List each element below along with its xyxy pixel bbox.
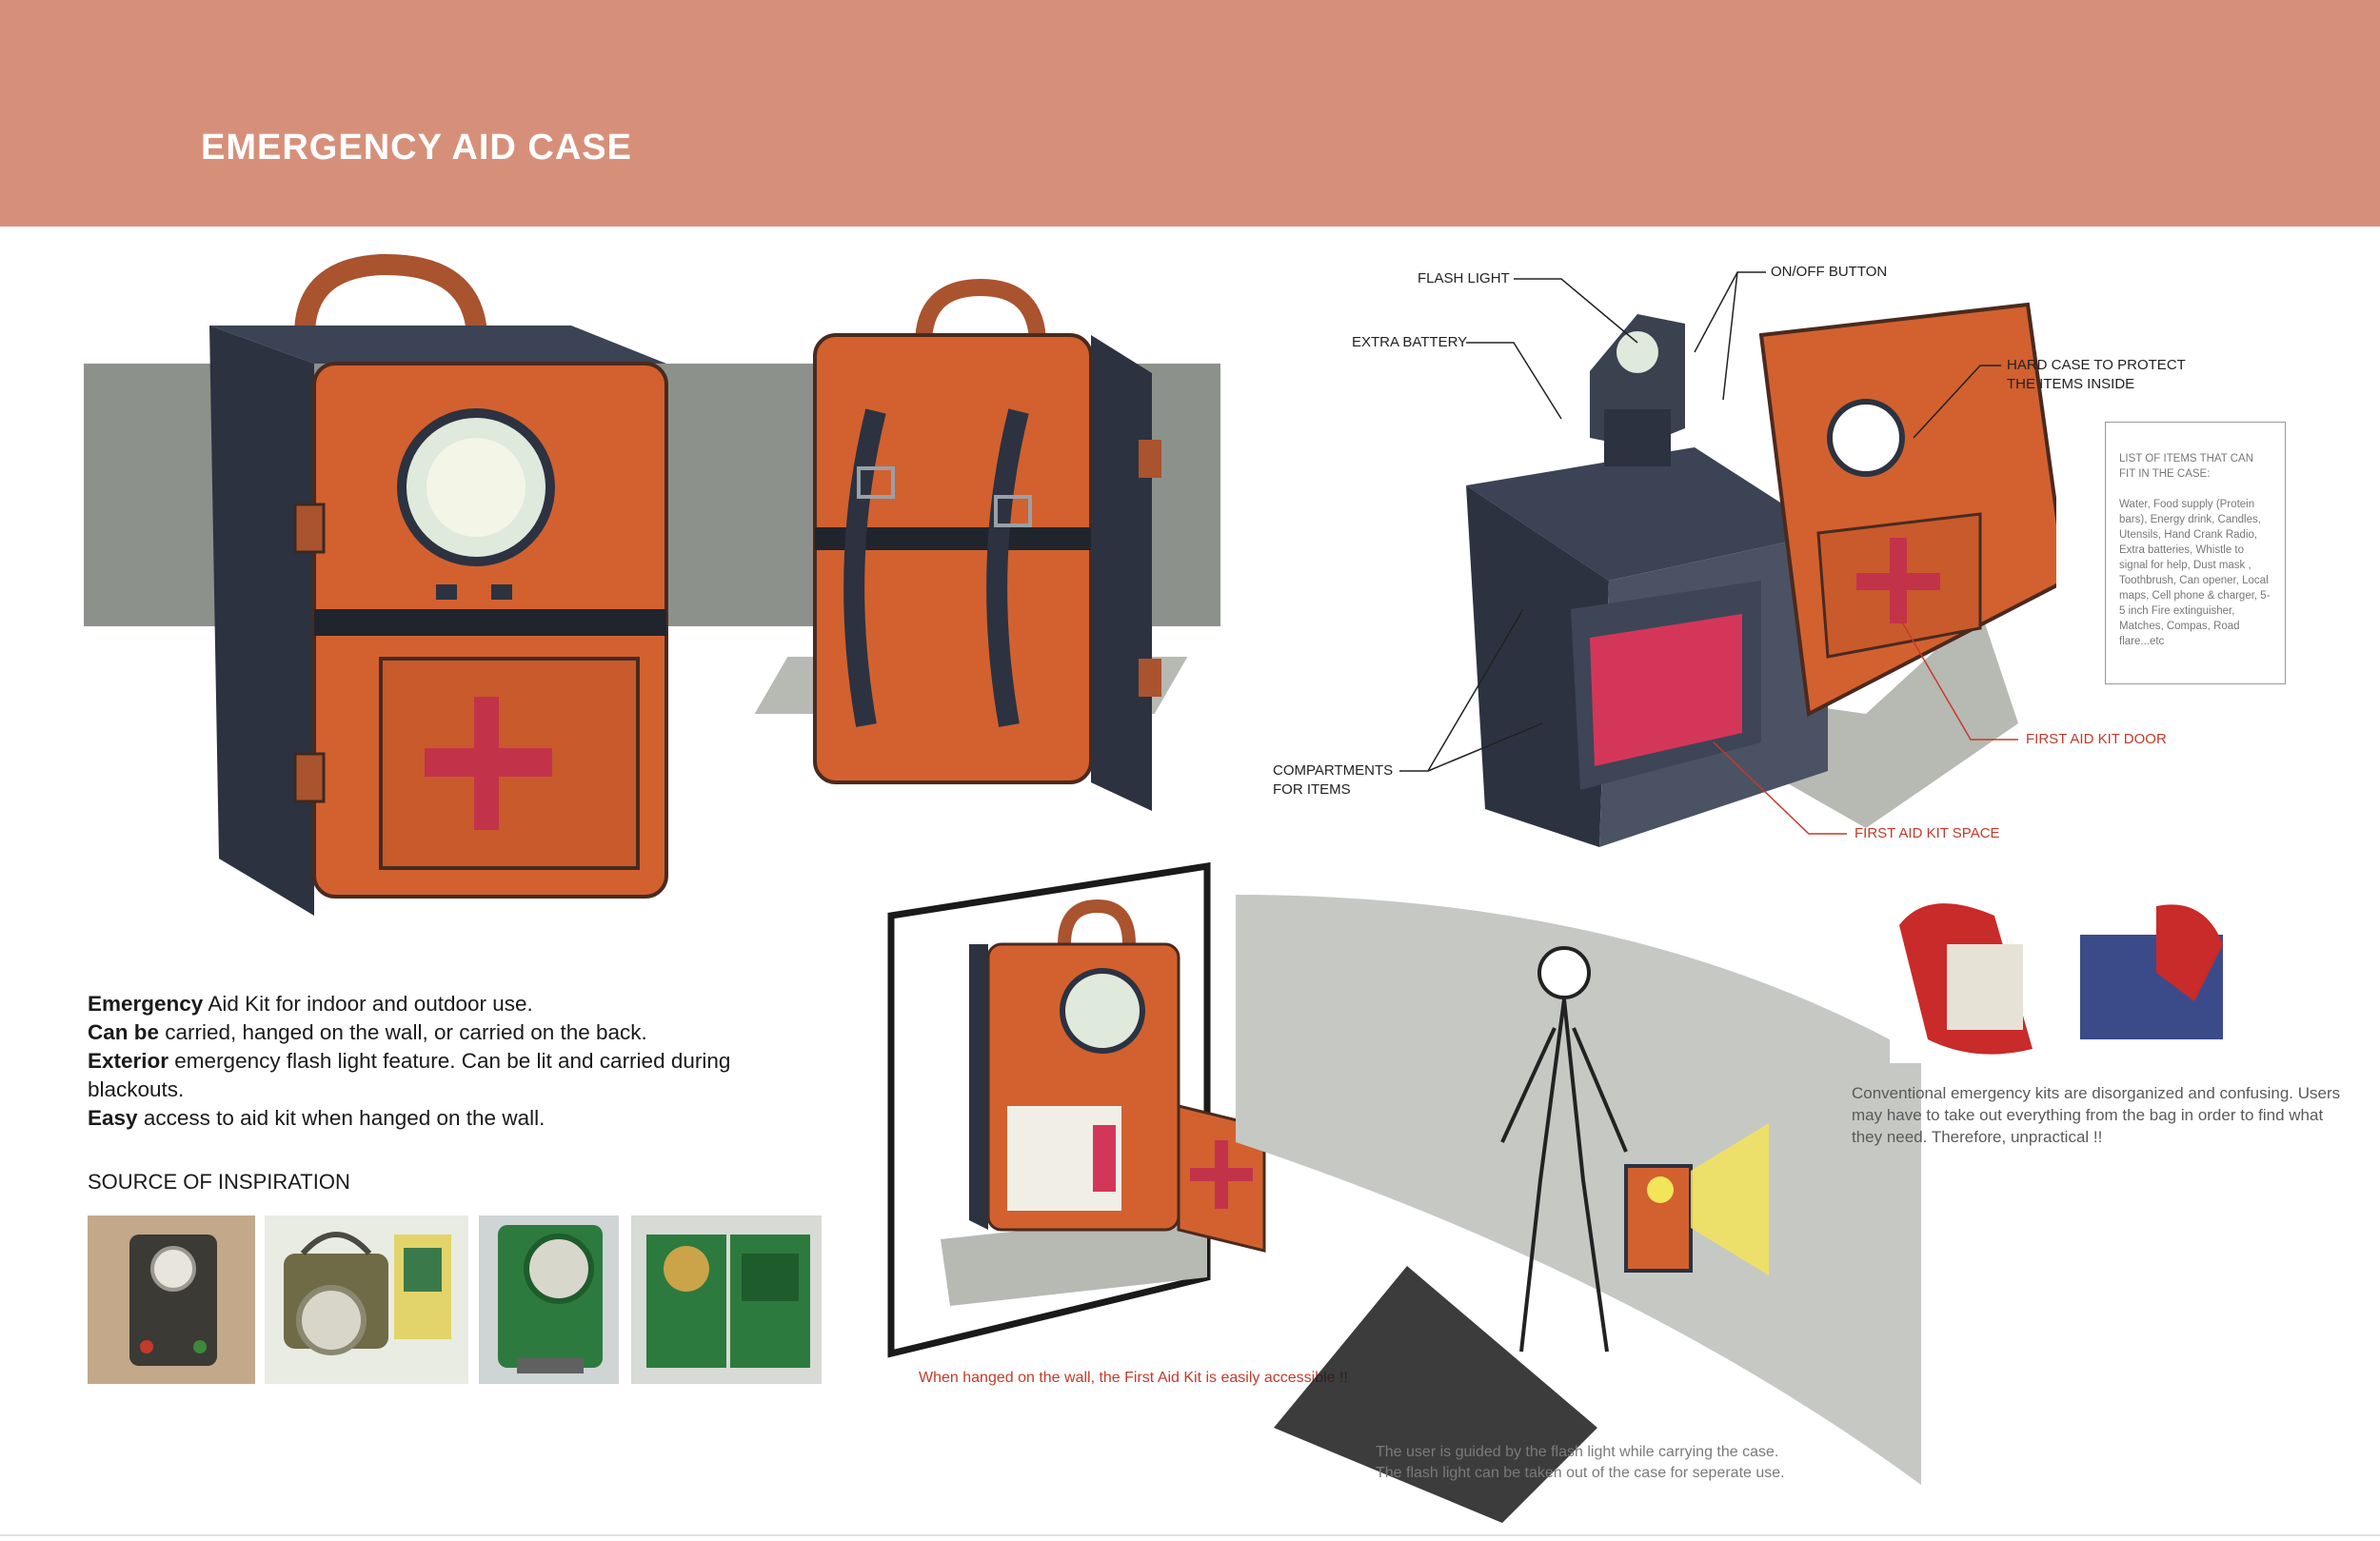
case-back-sketch — [813, 278, 1161, 811]
leader-lines — [1399, 271, 2018, 835]
header-band — [0, 0, 2380, 227]
description-line: Exterior emergency flash light feature. … — [88, 1049, 731, 1101]
wall-caption: When hanged on the wall, the First Aid K… — [919, 1370, 1348, 1386]
kits-caption: Conventional emergency kits are disorgan… — [1852, 1084, 2341, 1146]
description-line: Easy access to aid kit when hanged on th… — [88, 1106, 545, 1130]
inspiration-photo-2 — [265, 1215, 468, 1384]
label-hard-case: HARD CASE TO PROTECT THE ITEMS INSIDE — [2007, 357, 2186, 392]
inspiration-photo-3 — [479, 1215, 619, 1384]
case-front-sketch — [209, 253, 668, 916]
label-extra-battery: EXTRA BATTERY — [1352, 334, 1468, 350]
description-line: Emergency Aid Kit for indoor and outdoor… — [88, 992, 533, 1016]
inspiration-photo-1 — [88, 1215, 255, 1384]
inspiration-photo-4 — [631, 1215, 822, 1384]
case-exploded-sketch — [1466, 302, 2056, 847]
items-list-box: LIST OF ITEMS THAT CAN FIT IN THE CASE: … — [2105, 422, 2286, 684]
label-on-off-button: ON/OFF BUTTON — [1771, 264, 1888, 280]
label-first-aid-kit-space: FIRST AID KIT SPACE — [1854, 825, 2000, 841]
label-flash-light: FLASH LIGHT — [1418, 270, 1510, 286]
user-caption: The user is guided by the flash light wh… — [1376, 1444, 1785, 1481]
page-title: EMERGENCY AID CASE — [201, 128, 632, 168]
description-line: Can be carried, hanged on the wall, or c… — [88, 1020, 647, 1044]
conventional-kits-photo — [1890, 887, 2242, 1063]
footer-line — [0, 1534, 2380, 1536]
items-list-body: Water, Food supply (Protein bars), Energ… — [2119, 499, 2271, 647]
inspiration-heading: SOURCE OF INSPIRATION — [88, 1170, 350, 1194]
items-list-title: LIST OF ITEMS THAT CAN FIT IN THE CASE: — [2119, 453, 2254, 480]
description-block: Emergency Aid Kit for indoor and outdoor… — [88, 990, 735, 1133]
user-walking-sketch — [1236, 895, 1921, 1523]
label-compartments: COMPARTMENTS FOR ITEMS — [1273, 762, 1394, 798]
label-first-aid-kit-door: FIRST AID KIT DOOR — [2026, 731, 2167, 747]
